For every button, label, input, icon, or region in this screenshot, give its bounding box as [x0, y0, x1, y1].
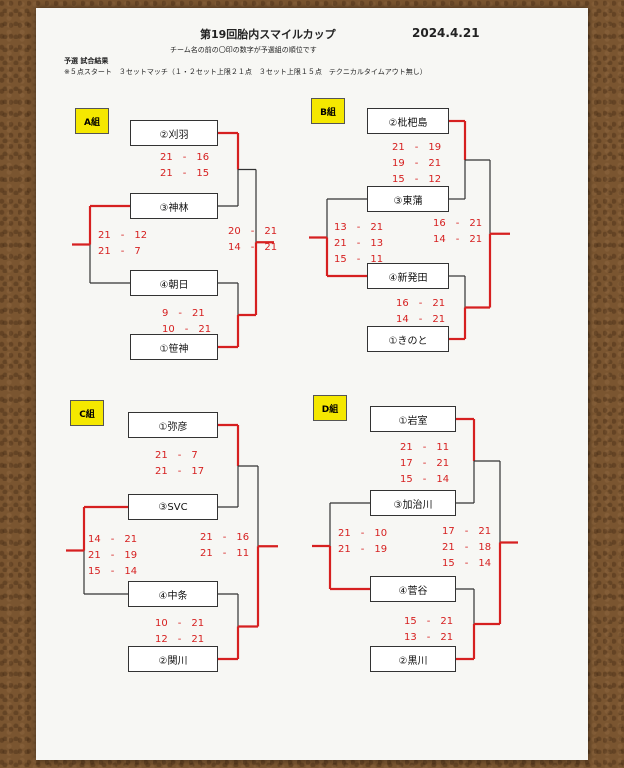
- set-score-top-match: 21 - 16: [160, 148, 209, 163]
- set-score-right-match: 16 - 21: [433, 214, 482, 229]
- set-score-top-match: 21 - 11: [400, 438, 449, 453]
- set-score-left-match: 21 - 12: [98, 226, 147, 241]
- team-name-box: ③神林: [130, 193, 218, 219]
- set-score-bottom-match: 13 - 21: [404, 628, 453, 643]
- set-score-top-match: 21 - 19: [392, 138, 441, 153]
- group-badge: C組: [70, 400, 104, 426]
- set-score-bottom-match: 9 - 21: [162, 304, 205, 319]
- set-score-bottom-match: 12 - 21: [155, 630, 204, 645]
- set-score-right-match: 21 - 18: [442, 538, 491, 553]
- set-score-left-match: 21 - 19: [338, 540, 387, 555]
- team-name-box: ①きのと: [367, 326, 449, 352]
- set-score-bottom-match: 16 - 21: [396, 294, 445, 309]
- team-name-box: ④中条: [128, 581, 218, 607]
- team-name-box: ②刈羽: [130, 120, 218, 146]
- team-name-box: ①弥彦: [128, 412, 218, 438]
- group-badge: A組: [75, 108, 109, 134]
- set-score-top-match: 21 - 17: [155, 462, 204, 477]
- set-score-left-match: 15 - 14: [88, 562, 137, 577]
- set-score-top-match: 19 - 21: [392, 154, 441, 169]
- team-name-box: ①笹神: [130, 334, 218, 360]
- set-score-top-match: 17 - 21: [400, 454, 449, 469]
- set-score-right-match: 20 - 21: [228, 222, 277, 237]
- team-name-box: ③東蒲: [367, 186, 449, 212]
- team-name-box: ④新発田: [367, 263, 449, 289]
- set-score-right-match: 21 - 16: [200, 528, 249, 543]
- set-score-right-match: 14 - 21: [228, 238, 277, 253]
- set-score-left-match: 14 - 21: [88, 530, 137, 545]
- set-score-bottom-match: 15 - 21: [404, 612, 453, 627]
- set-score-left-match: 21 - 10: [338, 524, 387, 539]
- set-score-right-match: 17 - 21: [442, 522, 491, 537]
- set-score-right-match: 14 - 21: [433, 230, 482, 245]
- team-name-box: ③加治川: [370, 490, 456, 516]
- set-score-left-match: 21 - 7: [98, 242, 141, 257]
- team-name-box: ②関川: [128, 646, 218, 672]
- set-score-bottom-match: 14 - 21: [396, 310, 445, 325]
- set-score-left-match: 21 - 13: [334, 234, 383, 249]
- team-name-box: ③SVC: [128, 494, 218, 520]
- set-score-top-match: 21 - 15: [160, 164, 209, 179]
- group-badge: D組: [313, 395, 347, 421]
- team-name-box: ②枇杷島: [367, 108, 449, 134]
- set-score-left-match: 13 - 21: [334, 218, 383, 233]
- set-score-left-match: 15 - 11: [334, 250, 383, 265]
- set-score-top-match: 15 - 12: [392, 170, 441, 185]
- set-score-right-match: 15 - 14: [442, 554, 491, 569]
- group-badge: B組: [311, 98, 345, 124]
- set-score-right-match: 21 - 11: [200, 544, 249, 559]
- set-score-bottom-match: 10 - 21: [162, 320, 211, 335]
- set-score-bottom-match: 10 - 21: [155, 614, 204, 629]
- team-name-box: ④朝日: [130, 270, 218, 296]
- set-score-top-match: 15 - 14: [400, 470, 449, 485]
- team-name-box: ①岩室: [370, 406, 456, 432]
- set-score-top-match: 21 - 7: [155, 446, 198, 461]
- set-score-left-match: 21 - 19: [88, 546, 137, 561]
- team-name-box: ②黒川: [370, 646, 456, 672]
- team-name-box: ④菅谷: [370, 576, 456, 602]
